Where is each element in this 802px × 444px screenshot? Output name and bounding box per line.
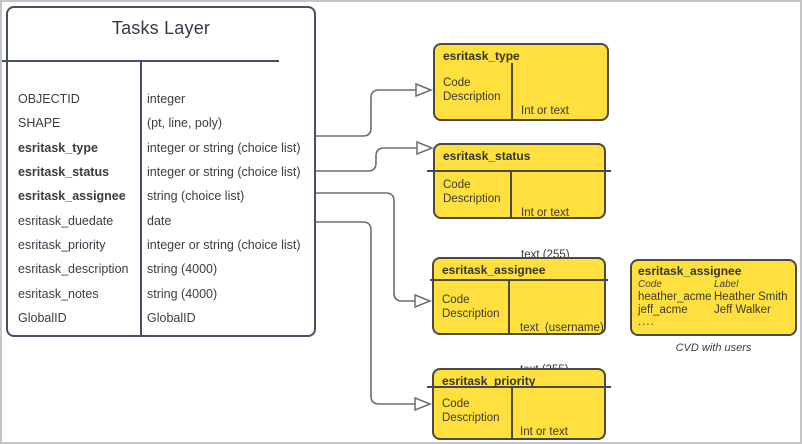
field-name: esritask_assignee: [18, 189, 126, 204]
field-name: OBJECTID: [18, 92, 80, 107]
cvd-user-row: heather_acme Heather Smith: [632, 291, 795, 304]
cvd-user-row: jeff_acme Jeff Walker: [632, 304, 795, 317]
domain-field: Code: [443, 179, 471, 191]
domain-field: Description: [443, 193, 501, 205]
domain-type: Int or text: [521, 207, 569, 219]
field-name: esritask_notes: [18, 286, 99, 301]
field-row: esritask_priority integer or string (cho…: [18, 233, 310, 257]
field-type: date: [147, 213, 172, 228]
domain-field: Code: [442, 294, 470, 306]
field-type: integer or string (choice list): [147, 165, 301, 180]
cvd-col-header: Code: [638, 279, 662, 290]
field-name: esritask_priority: [18, 237, 106, 252]
field-row: OBJECTID integer: [18, 87, 310, 111]
field-row: esritask_status integer or string (choic…: [18, 160, 310, 184]
field-row: esritask_duedate date: [18, 208, 310, 232]
domain-column-divider: [511, 63, 513, 120]
cvd-box-title: esritask_assignee: [638, 264, 742, 278]
field-type: integer or string (choice list): [147, 237, 301, 252]
arrowhead-icon: [414, 293, 433, 309]
cvd-label: Jeff Walker: [714, 303, 771, 316]
cvd-code: heather_acme: [638, 291, 712, 303]
domain-box-title: esritask_assignee: [442, 263, 546, 277]
cvd-code: jeff_acme: [638, 303, 688, 316]
cvd-header-row: Code Label: [632, 278, 795, 291]
field-row: esritask_description string (4000): [18, 257, 310, 281]
domain-column-divider: [511, 386, 513, 438]
tasks-column-divider: [140, 60, 142, 336]
domain-field: Description: [443, 91, 501, 103]
field-name: esritask_description: [18, 262, 129, 277]
domain-box-esritask-assignee: esritask_assignee Code Description text …: [432, 257, 606, 376]
domain-type: Int or text: [520, 426, 568, 438]
cvd-col-header: Label: [714, 279, 739, 290]
domain-column-divider: [508, 279, 510, 334]
field-type: integer or string (choice list): [147, 140, 301, 155]
field-row: GlobalID GlobalID: [18, 306, 310, 330]
arrowhead-icon: [415, 82, 434, 98]
domain-title-separator: [427, 386, 611, 388]
field-type: string (4000): [147, 286, 218, 301]
domain-box-title: esritask_type: [443, 49, 520, 63]
field-row: esritask_type integer or string (choice …: [18, 136, 310, 160]
domain-title-separator: [430, 279, 608, 281]
cvd-caption: CVD with users: [675, 342, 752, 354]
field-name: GlobalID: [18, 310, 67, 325]
domain-box-esritask-type: esritask_type Code Description Int or te…: [433, 43, 609, 159]
domain-column-divider: [510, 170, 512, 218]
connector-esritask-priority: [316, 221, 415, 405]
field-type: string (4000): [147, 262, 218, 277]
domain-box-esritask-status: esritask_status Code Description Int or …: [433, 143, 606, 261]
connector-esritask-status: [316, 147, 417, 172]
arrowhead-icon: [416, 140, 435, 156]
connector-esritask-assignee: [316, 192, 415, 302]
field-name: esritask_type: [18, 140, 98, 155]
domain-type: text (username): [520, 322, 604, 334]
domain-box-title: esritask_status: [443, 149, 531, 163]
cvd-users-box: esritask_assignee Code Label heather_acm…: [630, 259, 797, 336]
domain-field: Code: [443, 77, 471, 89]
domain-type: Int or text: [521, 105, 569, 117]
arrowhead-icon: [414, 396, 433, 412]
connector-esritask-type: [316, 89, 416, 137]
field-type: string (choice list): [147, 189, 245, 204]
domain-field: Description: [442, 308, 500, 320]
field-type: integer: [147, 92, 186, 107]
domain-field: Description: [442, 412, 500, 424]
domain-box-esritask-priority: esritask_priority Code Description Int o…: [432, 368, 606, 440]
field-row: esritask_notes string (4000): [18, 281, 310, 305]
cvd-ellipsis: ....: [638, 316, 655, 329]
field-name: SHAPE: [18, 116, 61, 131]
field-type: (pt, line, poly): [147, 116, 223, 131]
field-row: SHAPE (pt, line, poly): [18, 111, 310, 135]
field-name: esritask_duedate: [18, 213, 114, 228]
domain-box-title: esritask_priority: [442, 374, 536, 388]
tasks-field-list: OBJECTID integer SHAPE (pt, line, poly) …: [18, 87, 310, 330]
domain-title-separator: [427, 170, 611, 172]
field-type: GlobalID: [147, 310, 196, 325]
tasks-layer-title: Tasks Layer: [111, 18, 211, 38]
field-name: esritask_status: [18, 165, 110, 180]
field-row: esritask_assignee string (choice list): [18, 184, 310, 208]
cvd-label: Heather Smith: [714, 291, 788, 303]
domain-field: Code: [442, 398, 470, 410]
